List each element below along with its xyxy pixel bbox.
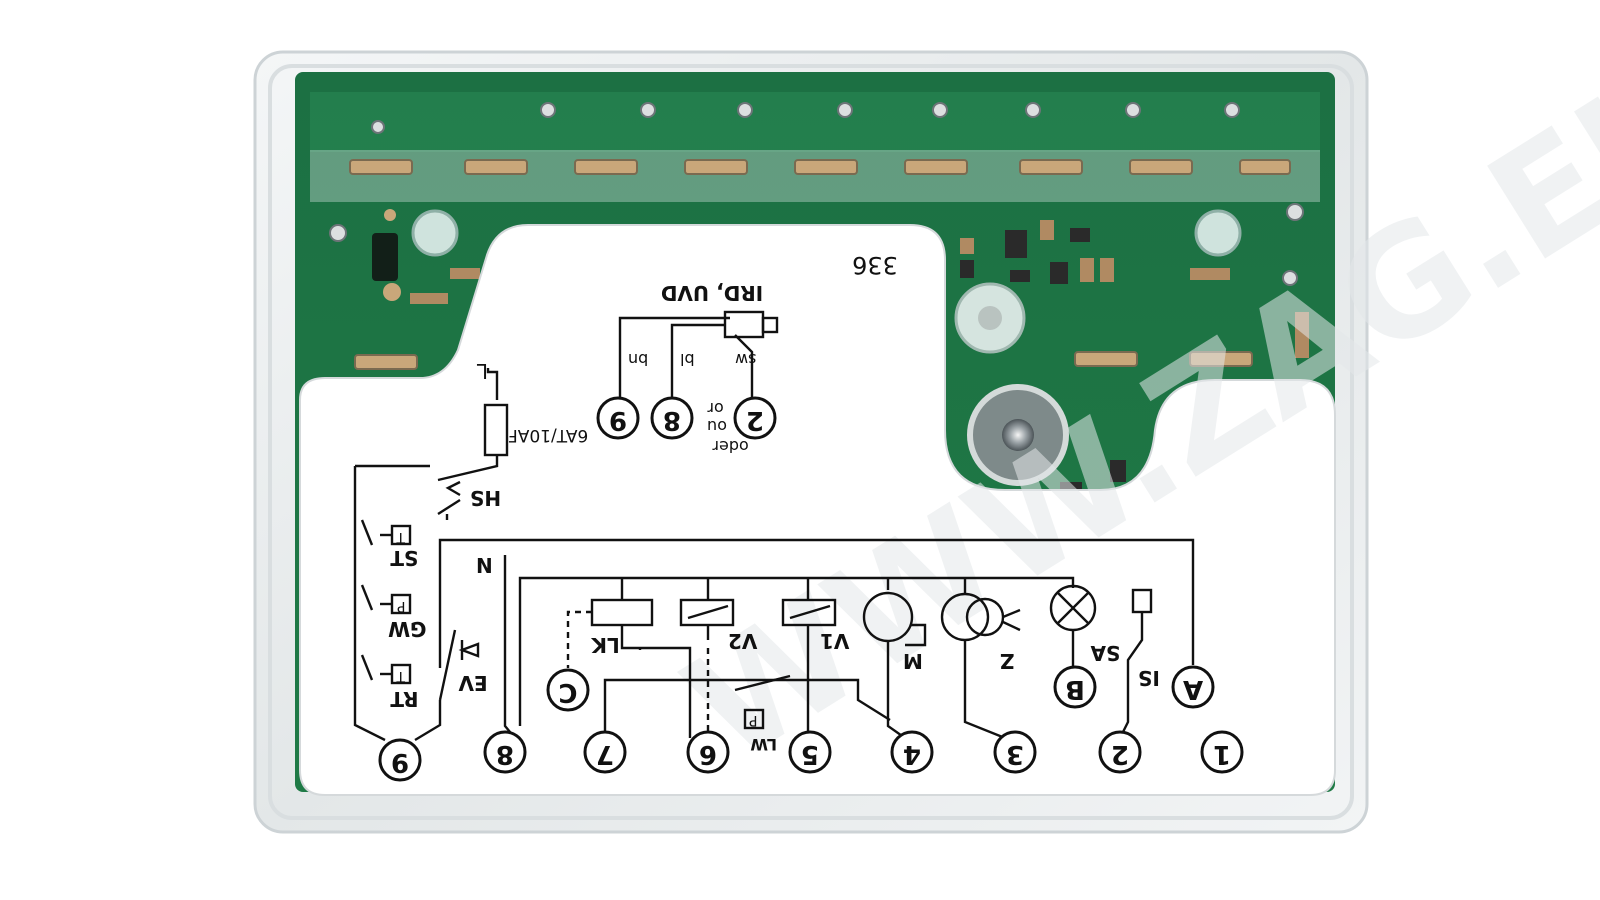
sensor-terminal-2-label: 2 — [746, 405, 764, 435]
wire-bl-label: bl — [680, 350, 695, 369]
motor-label: M — [903, 649, 923, 673]
terminal-1-label: 1 — [1213, 739, 1231, 769]
terminal-8-label: 8 — [496, 739, 514, 769]
v2-label: V2 — [728, 629, 757, 653]
sensor-terminal-9-label: 9 — [609, 405, 627, 435]
terminal-4-label: 4 — [903, 739, 921, 769]
phase-label: L — [476, 359, 488, 383]
terminal-c-label: C — [558, 677, 577, 707]
terminal-9-label: 9 — [391, 747, 409, 777]
st-mark: T — [396, 529, 406, 545]
terminal-2-label: 2 — [1111, 739, 1129, 769]
thermostat-st-label: ST — [390, 546, 418, 570]
terminal-b-label: B — [1065, 674, 1085, 704]
led-right — [1194, 209, 1242, 257]
neutral-label: N — [476, 553, 493, 577]
sensor-terminal-8-label: 8 — [663, 405, 681, 435]
terminal-5-label: 5 — [801, 739, 819, 769]
v1-label: V1 — [820, 629, 849, 653]
terminal-a-label: A — [1183, 674, 1203, 704]
wire-bn-label: bn — [628, 350, 648, 369]
smd-components — [960, 228, 1126, 494]
lw-label: LW — [750, 735, 777, 754]
contact-strip — [329, 102, 1304, 370]
model-number: 336 — [852, 251, 898, 279]
fuse-label: 6AT/10AF — [508, 425, 588, 445]
lk-label: LK — [590, 633, 620, 657]
ev-label: EV — [458, 671, 488, 695]
thermostat-rt-label: RT — [390, 687, 419, 711]
interlock-label: IS — [1138, 666, 1160, 690]
or-label-en: or — [707, 399, 724, 418]
or-label-de: oder — [712, 437, 749, 456]
ignition-label: Z — [1000, 649, 1015, 673]
led-left — [411, 209, 459, 257]
terminal-circles — [378, 396, 1244, 782]
terminal-7-label: 7 — [596, 739, 614, 769]
wiring-schematic — [353, 310, 1195, 742]
sensor-type-label: IRD, UVD — [661, 281, 763, 305]
main-switch-label: HS — [470, 486, 501, 510]
lw-mark: P — [749, 712, 757, 728]
thermostat-gw-label: GW — [388, 617, 426, 641]
or-label-fr: ou — [707, 417, 727, 436]
alarm-label: SA — [1090, 641, 1120, 665]
wire-sw-label: sw — [735, 350, 756, 369]
wiring-label — [299, 224, 1336, 796]
rt-mark: T — [396, 668, 406, 684]
terminal-3-label: 3 — [1006, 739, 1024, 769]
terminal-6-label: 6 — [699, 739, 717, 769]
gw-mark: P — [397, 598, 405, 614]
